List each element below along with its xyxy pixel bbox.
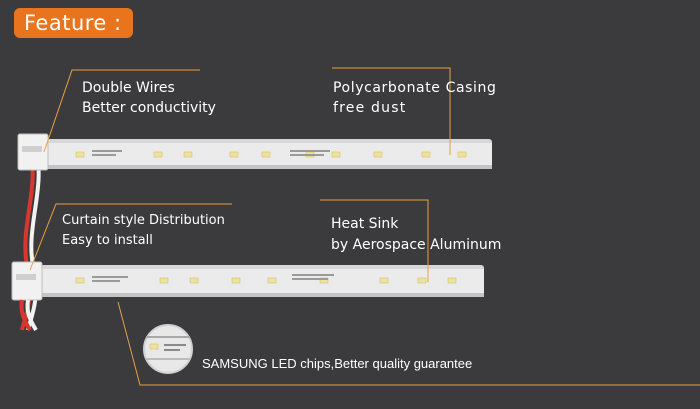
callout-casing-line2: free dust xyxy=(333,100,407,116)
feature-badge: Feature : xyxy=(14,8,133,38)
callout-heatsink-line1: Heat Sink xyxy=(331,216,399,232)
callout-heatsink: Heat Sink by Aerospace Aluminum xyxy=(331,214,501,256)
connector-top xyxy=(17,133,49,171)
callout-double-wires: Double Wires Better conductivity xyxy=(82,78,216,118)
callout-line-samsung xyxy=(117,301,700,386)
led-chips-bottom xyxy=(75,277,457,284)
red-wire xyxy=(20,149,35,331)
feature-badge-label: Feature : xyxy=(24,11,122,35)
callout-line-curtain xyxy=(29,203,232,271)
callout-double-wires-line1: Double Wires xyxy=(82,80,175,96)
callout-line-heatsink xyxy=(320,199,429,282)
callout-casing: Polycarbonate Casing free dust xyxy=(333,78,496,118)
callout-double-wires-line2: Better conductivity xyxy=(82,100,216,116)
callout-samsung: SAMSUNG LED chips,Better quality guarant… xyxy=(202,356,473,371)
callout-curtain-line1: Curtain style Distribution xyxy=(62,213,225,228)
callout-lines xyxy=(29,67,700,386)
led-chip-magnifier xyxy=(143,324,193,374)
callout-curtain: Curtain style Distribution Easy to insta… xyxy=(62,211,225,251)
callout-casing-line1: Polycarbonate Casing xyxy=(333,80,497,96)
callout-line-casing xyxy=(332,67,451,155)
callout-heatsink-line2: by Aerospace Aluminum xyxy=(331,237,502,253)
callout-curtain-line2: Easy to install xyxy=(62,233,153,248)
white-wire xyxy=(26,149,41,331)
led-strip-top xyxy=(40,139,492,169)
callout-line-double-wires xyxy=(43,69,200,153)
connector-bottom xyxy=(11,261,43,301)
led-strip-bottom xyxy=(30,265,484,297)
